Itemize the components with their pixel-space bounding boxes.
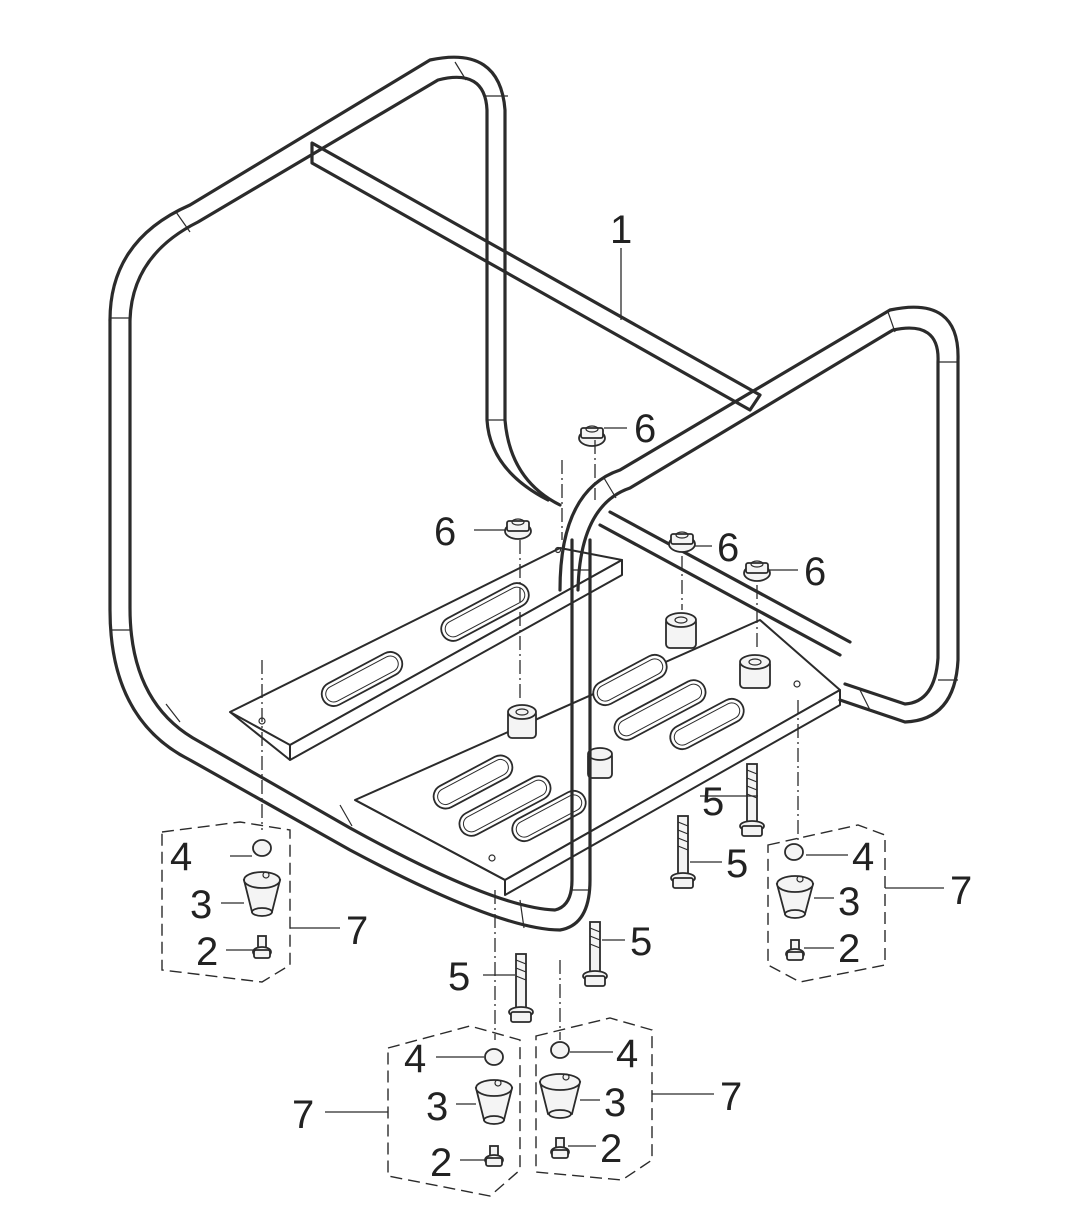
hex-bolt <box>670 815 696 889</box>
stud-bolt <box>785 939 805 961</box>
callout-2: 2 <box>196 930 218 974</box>
callout-7: 7 <box>950 869 972 913</box>
callout-7: 7 <box>720 1075 742 1119</box>
assembly-axis-lines <box>261 440 799 1040</box>
spacer-sleeve <box>665 612 697 649</box>
mount-hole <box>554 546 562 554</box>
callout-3: 3 <box>426 1085 448 1129</box>
hex-bolt <box>508 953 534 1023</box>
callout-1: 1 <box>610 208 632 252</box>
callout-labels: 1 6 6 6 6 5 5 5 5 4 3 2 7 4 3 2 7 4 3 2 … <box>170 208 972 1185</box>
callout-3: 3 <box>838 880 860 924</box>
spacer-sleeve <box>507 704 537 739</box>
cap-nut <box>550 1041 570 1059</box>
flange-nut <box>668 531 696 553</box>
callout-7: 7 <box>292 1093 314 1137</box>
rubber-mount <box>775 875 815 919</box>
flange-nut <box>504 518 532 540</box>
stud-bolt <box>484 1145 504 1167</box>
stud-bolt <box>550 1137 570 1159</box>
callout-5: 5 <box>702 780 724 824</box>
rubber-mount <box>538 1073 582 1119</box>
callout-2: 2 <box>430 1141 452 1185</box>
spacer-sleeve <box>739 654 771 689</box>
flange-nut <box>578 425 606 447</box>
rubber-mount <box>242 871 282 917</box>
hex-bolt <box>582 921 608 987</box>
mount-hole <box>793 680 801 688</box>
rubber-mount <box>474 1079 514 1125</box>
callout-6: 6 <box>434 510 456 554</box>
callout-6: 6 <box>717 526 739 570</box>
callout-3: 3 <box>190 883 212 927</box>
callout-5: 5 <box>630 920 652 964</box>
callout-2: 2 <box>600 1127 622 1171</box>
callout-4: 4 <box>404 1037 426 1081</box>
callout-4: 4 <box>616 1032 638 1076</box>
callout-7: 7 <box>346 909 368 953</box>
callout-6: 6 <box>634 407 656 451</box>
flange-nut <box>743 560 771 582</box>
mount-kit-bottom-right <box>535 1017 653 1181</box>
leader-lines <box>221 248 944 1161</box>
cap-nut <box>252 839 272 857</box>
callout-2: 2 <box>838 927 860 971</box>
callout-5: 5 <box>726 842 748 886</box>
callout-6: 6 <box>804 550 826 594</box>
base-plate-left <box>229 546 623 761</box>
spacer-sleeve <box>587 747 613 779</box>
callout-4: 4 <box>852 835 874 879</box>
callout-3: 3 <box>604 1081 626 1125</box>
mount-hole <box>488 854 496 862</box>
tubular-frame <box>108 55 960 932</box>
mount-kit-left <box>161 821 291 983</box>
hex-bolt <box>739 763 765 837</box>
stud-bolt <box>252 935 272 959</box>
base-plate-left-slots <box>320 582 530 707</box>
callout-5: 5 <box>448 955 470 999</box>
base-plate-right-slots <box>432 653 745 843</box>
mount-kit-bottom-left <box>387 1025 521 1197</box>
cap-nut <box>484 1048 504 1066</box>
mount-kit-right <box>767 824 886 983</box>
cap-nut <box>784 843 804 861</box>
callout-4: 4 <box>170 835 192 879</box>
